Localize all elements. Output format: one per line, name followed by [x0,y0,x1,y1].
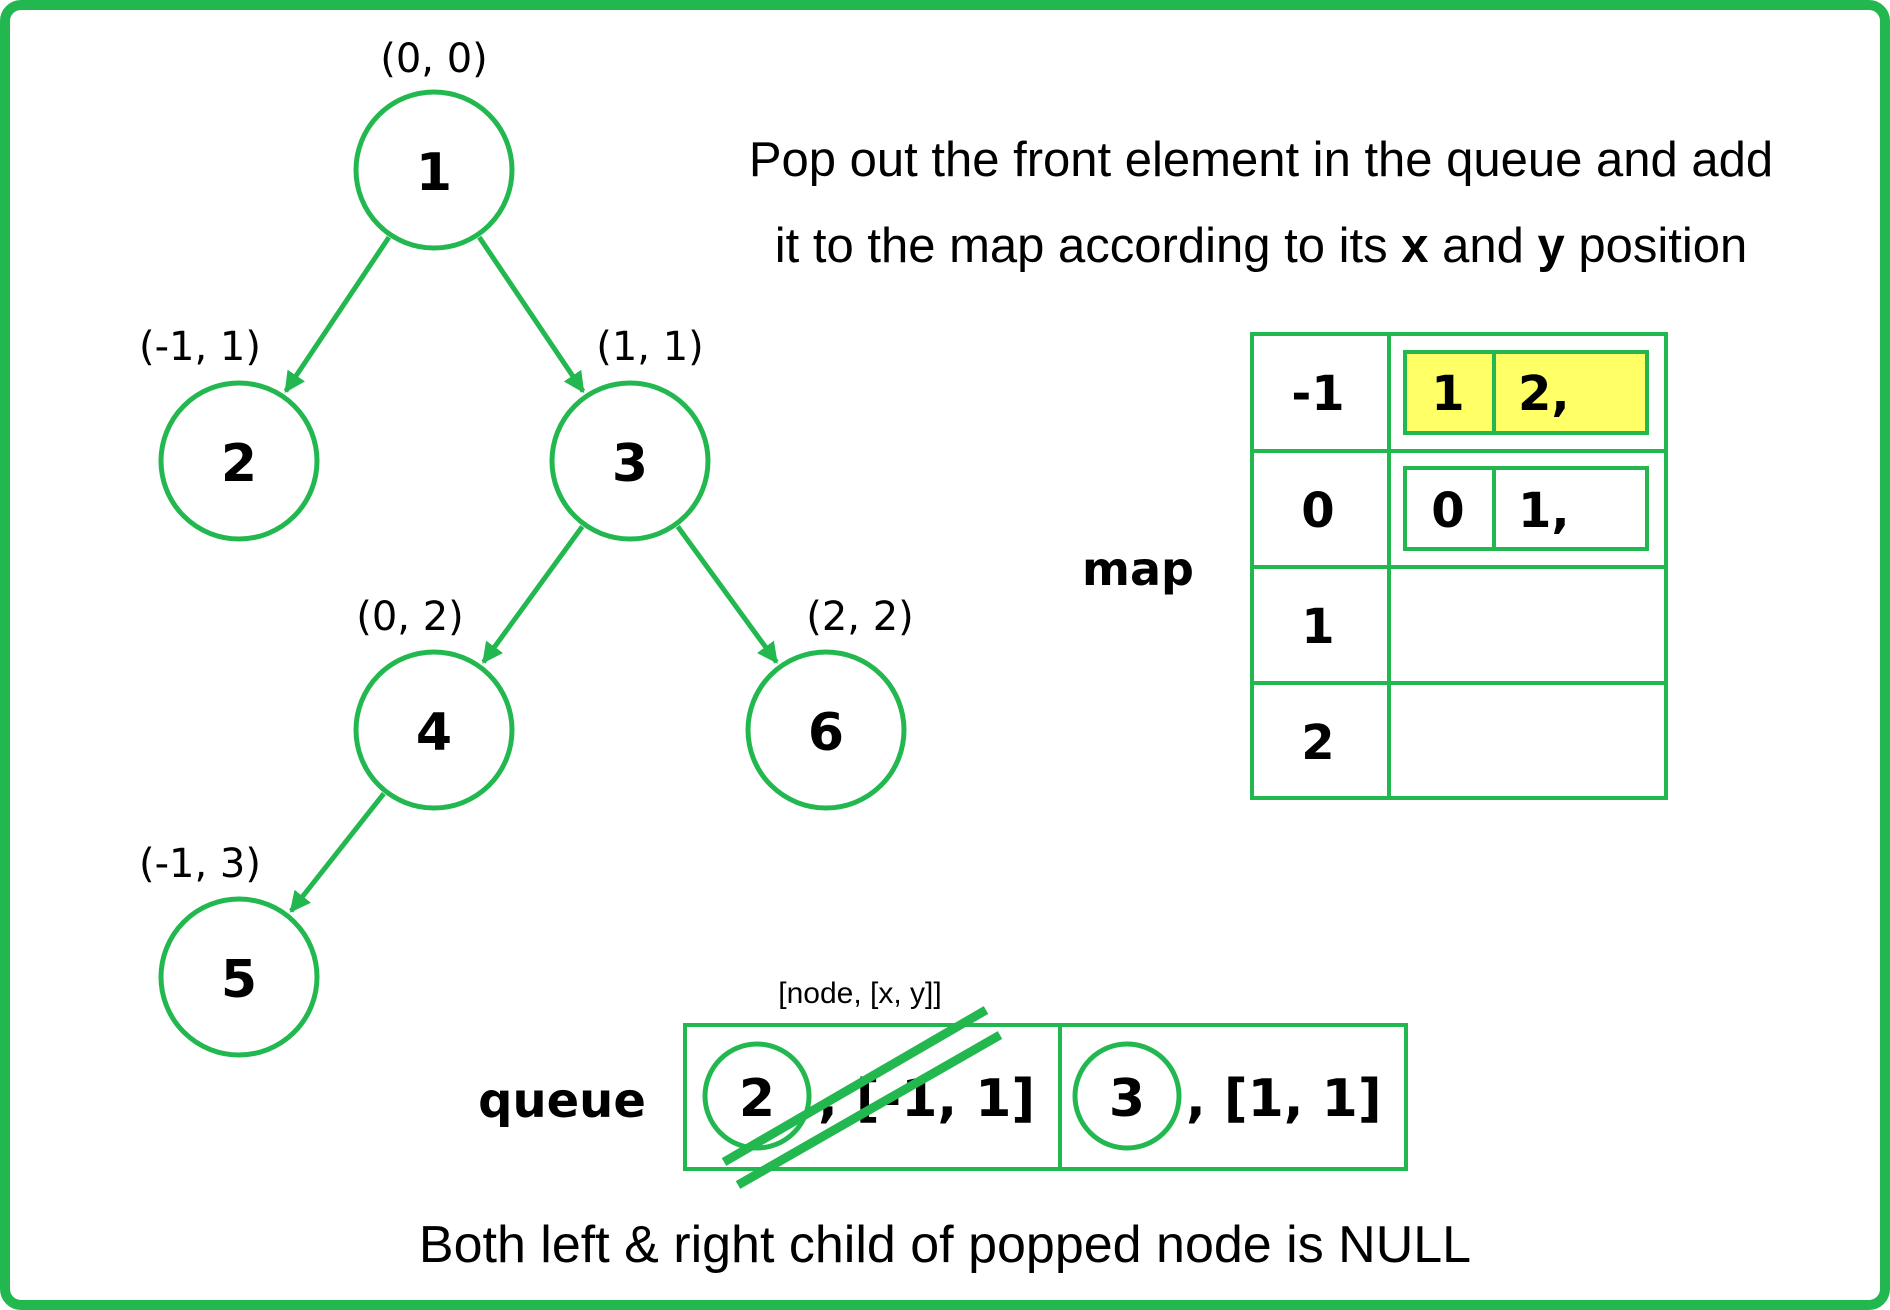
description-line-1: Pop out the front element in the queue a… [749,133,1773,187]
tree-node-4: 4 (0, 2) [353,594,515,811]
tree-node-circle [353,649,515,811]
tree-node-coord: (1, 1) [596,324,704,370]
map-value-list-0: 0 1, [1403,466,1649,551]
map-key-2: 2 [1301,715,1334,771]
description-text: it to the map according to its [775,219,1401,273]
tree-node-value: 4 [416,703,452,763]
map-value-node: 2, [1518,366,1570,422]
tree-node-coord: (2, 2) [806,594,914,640]
map-value-node: 0 [1431,483,1464,539]
queue-node-value: 2 [739,1069,775,1129]
queue-item: 3 , [1, 1] [1072,1041,1382,1151]
strike-line [735,1031,1003,1189]
queue-node-circle [1072,1041,1182,1151]
queue-border [683,1023,1408,1171]
tree-node-3: 3 (1, 1) [549,324,711,542]
tree-node-circle [158,896,320,1058]
tree-node-coord: (-1, 1) [139,324,261,370]
tree-node-5: 5 (-1, 3) [139,841,320,1058]
queue-node-value: 3 [1109,1069,1145,1129]
map-key-minus-1: -1 [1291,366,1344,422]
tree-node-circle [745,649,907,811]
queue-node-coords: , [1, 1] [1186,1069,1382,1129]
footer-text: Both left & right child of popped node i… [419,1216,1471,1274]
queue-label: queue [478,1073,646,1129]
map-value-list-box [1403,350,1649,435]
tree-node-circle [158,380,320,542]
description-y: y [1537,219,1564,273]
tree-node-1: 1 (0, 0) [353,36,515,251]
tree-edge-arrow [477,235,586,394]
tree-node-coord: (0, 2) [356,594,464,640]
tree-node-value: 1 [416,143,452,203]
tree-node-value: 6 [808,703,844,763]
description-x: x [1401,219,1428,273]
tree-node-value: 3 [612,434,648,494]
queue-item-popped: 2 , [-1, 1] [702,1006,1035,1189]
tree-node-value: 2 [221,434,257,494]
queue-hint: [node, [x, y]] [778,977,941,1010]
tree-node-6: 6 (2, 2) [745,594,914,811]
map-value-list-box [1403,466,1649,551]
tree-edge-arrow [283,235,391,393]
map-value-node: 1, [1518,483,1570,539]
queue-container: 2 , [-1, 1] 3 , [1, 1] [683,1006,1408,1189]
tree-node-coord: (-1, 3) [139,841,261,887]
tree-node-coord: (0, 0) [380,36,488,82]
tree-node-value: 5 [221,950,257,1010]
tree-node-circle [353,89,515,251]
map-key-1: 1 [1301,599,1334,655]
tree-edge-arrow [675,524,779,664]
description-text: and [1428,219,1537,273]
description-text: position [1565,219,1748,273]
map-value-list-minus-1: 1 2, [1403,350,1649,435]
strike-line [721,1006,989,1166]
map-table: -1 0 1 2 1 2, 0 1, [1250,332,1668,800]
tree-edge-arrow [289,792,386,913]
map-label: map [1082,542,1194,596]
tree-node-circle [549,380,711,542]
tree-edges [283,235,779,913]
tree-node-2: 2 (-1, 1) [139,324,320,542]
map-value-node: 1 [1431,366,1464,422]
description-line-2: it to the map according to its x and y p… [775,219,1747,273]
map-key-0: 0 [1301,483,1334,539]
tree-edge-arrow [481,524,585,664]
